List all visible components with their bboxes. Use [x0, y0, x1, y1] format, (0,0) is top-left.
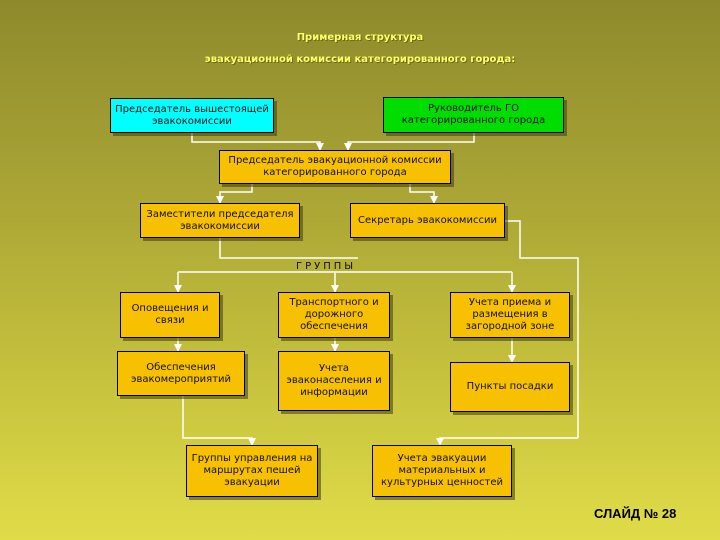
box-chairman-higher: Председатель вышестоящей эвакокомиссии: [110, 98, 274, 133]
line-secretary-loop: [505, 220, 579, 438]
arrow-higher-to-chairman: [191, 133, 324, 151]
line-deputies-to-groups: [219, 238, 358, 259]
arrow-chairman-to-deputies: [216, 184, 253, 204]
slide-number: СЛАЙД № 28: [594, 506, 677, 521]
box-foot-routes: Группы управления на маршрутах пешей эва…: [186, 445, 318, 497]
box-accounting: Учета эваконаселения и информации: [278, 351, 390, 411]
box-notification: Оповещения и связи: [120, 292, 220, 338]
box-boarding: Пункты посадки: [450, 362, 570, 412]
box-chairman: Председатель эвакуационной комиссии кате…: [219, 150, 451, 184]
box-deputies: Заместители председателя эвакокомиссии: [140, 203, 300, 238]
diagram-title-line1: Примерная структура: [296, 32, 424, 43]
box-secretary: Секретарь эвакокомиссии: [350, 203, 505, 238]
line-loop-to-valuables: [436, 437, 578, 446]
box-valuables: Учета эвакуации материальных и культурны…: [372, 445, 512, 497]
arrow-go-to-chairman: [344, 133, 475, 151]
diagram-title-line2: эвакуационной комиссии категорированного…: [204, 54, 516, 65]
box-head-go: Руководитель ГО категорированного города: [383, 97, 564, 133]
arrow-chairman-to-secretary: [409, 184, 438, 204]
box-reception: Учета приема и размещения в загородной з…: [450, 292, 570, 338]
box-support: Обеспечения эвакомероприятий: [117, 351, 245, 396]
arrow-to-foot-routes: [182, 396, 256, 446]
box-transport: Транспортного и дорожного обеспечения: [278, 292, 390, 338]
groups-label: ГРУППЫ: [296, 261, 357, 272]
